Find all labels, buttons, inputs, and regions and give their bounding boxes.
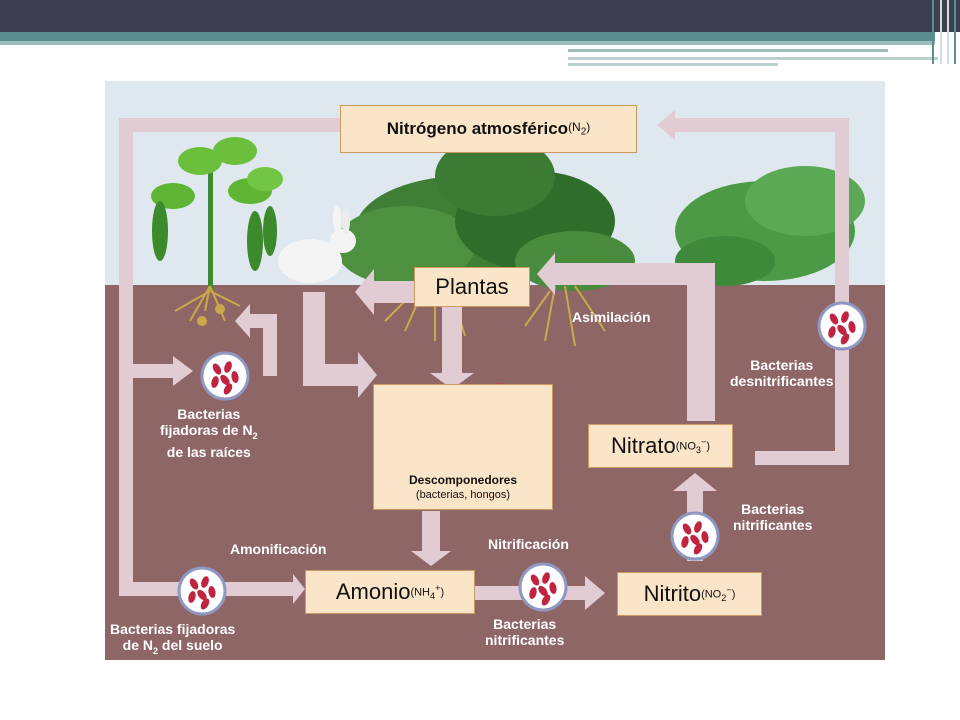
slide-accent-bar-light (0, 41, 935, 45)
amonio-formula: (NH4+) (410, 583, 445, 601)
root-nodule (197, 316, 207, 326)
decomposers-box: Descomponedores (bacterias, hongos) (373, 384, 553, 510)
nitrogen-box: Nitrógeno atmosférico(N2) (340, 105, 637, 153)
nitrito-box: Nitrito(NO2−) (617, 572, 762, 616)
amonificacion-label: Amonificación (230, 541, 327, 557)
decorative-rail (947, 0, 949, 64)
nitrogen-formula: (N2) (568, 120, 591, 138)
decorative-stripe (568, 63, 778, 66)
root-bacteria-label: Bacterias fijadoras de N2 de las raíces (160, 406, 258, 460)
decorative-rail (954, 0, 956, 64)
nitrifying-bacteria-bottom-label: Bacterias nitrificantes (485, 616, 565, 648)
nitrogen-cycle-diagram: Nitrógeno atmosférico(N2) Plantas Descom… (105, 81, 885, 660)
nitrifying-bacteria-icon (518, 562, 568, 612)
nitrato-box: Nitrato(NO3−) (588, 424, 733, 468)
bean-plant (151, 137, 283, 291)
nitrato-formula: (NO3−) (675, 437, 711, 455)
decorative-rail (940, 0, 942, 64)
decorative-stripe (568, 49, 888, 52)
amonio-box: Amonio(NH4+) (305, 570, 475, 614)
nitrifying-bacteria-icon (670, 511, 720, 561)
denitrifying-bacteria-label: Bacterias desnitrificantes (730, 357, 834, 389)
decomposers-subtitle: (bacterias, hongos) (415, 489, 511, 501)
plant-roots (174, 285, 606, 347)
slide-title-bar (0, 0, 960, 32)
rabbit (278, 205, 356, 283)
decomposers-title: Descomponedores (408, 473, 518, 487)
nitrito-formula: (NO2−) (701, 585, 736, 603)
denitrifying-bacteria-icon (817, 301, 867, 351)
soil-bacteria-icon (177, 566, 227, 616)
decorative-stripe (568, 57, 938, 60)
nitrificacion-label: Nitrificación (488, 536, 569, 552)
soil-bacteria-label: Bacterias fijadoras de N2 del suelo (110, 621, 236, 656)
slide-accent-bar (0, 32, 935, 41)
root-nodule (215, 304, 225, 314)
root-bacteria-icon (200, 351, 250, 401)
plantas-box: Plantas (414, 267, 530, 307)
decorative-rail (932, 0, 934, 64)
asimilacion-label: Asimilación (572, 309, 651, 325)
nitrifying-bacteria-right-label: Bacterias nitrificantes (733, 501, 813, 533)
